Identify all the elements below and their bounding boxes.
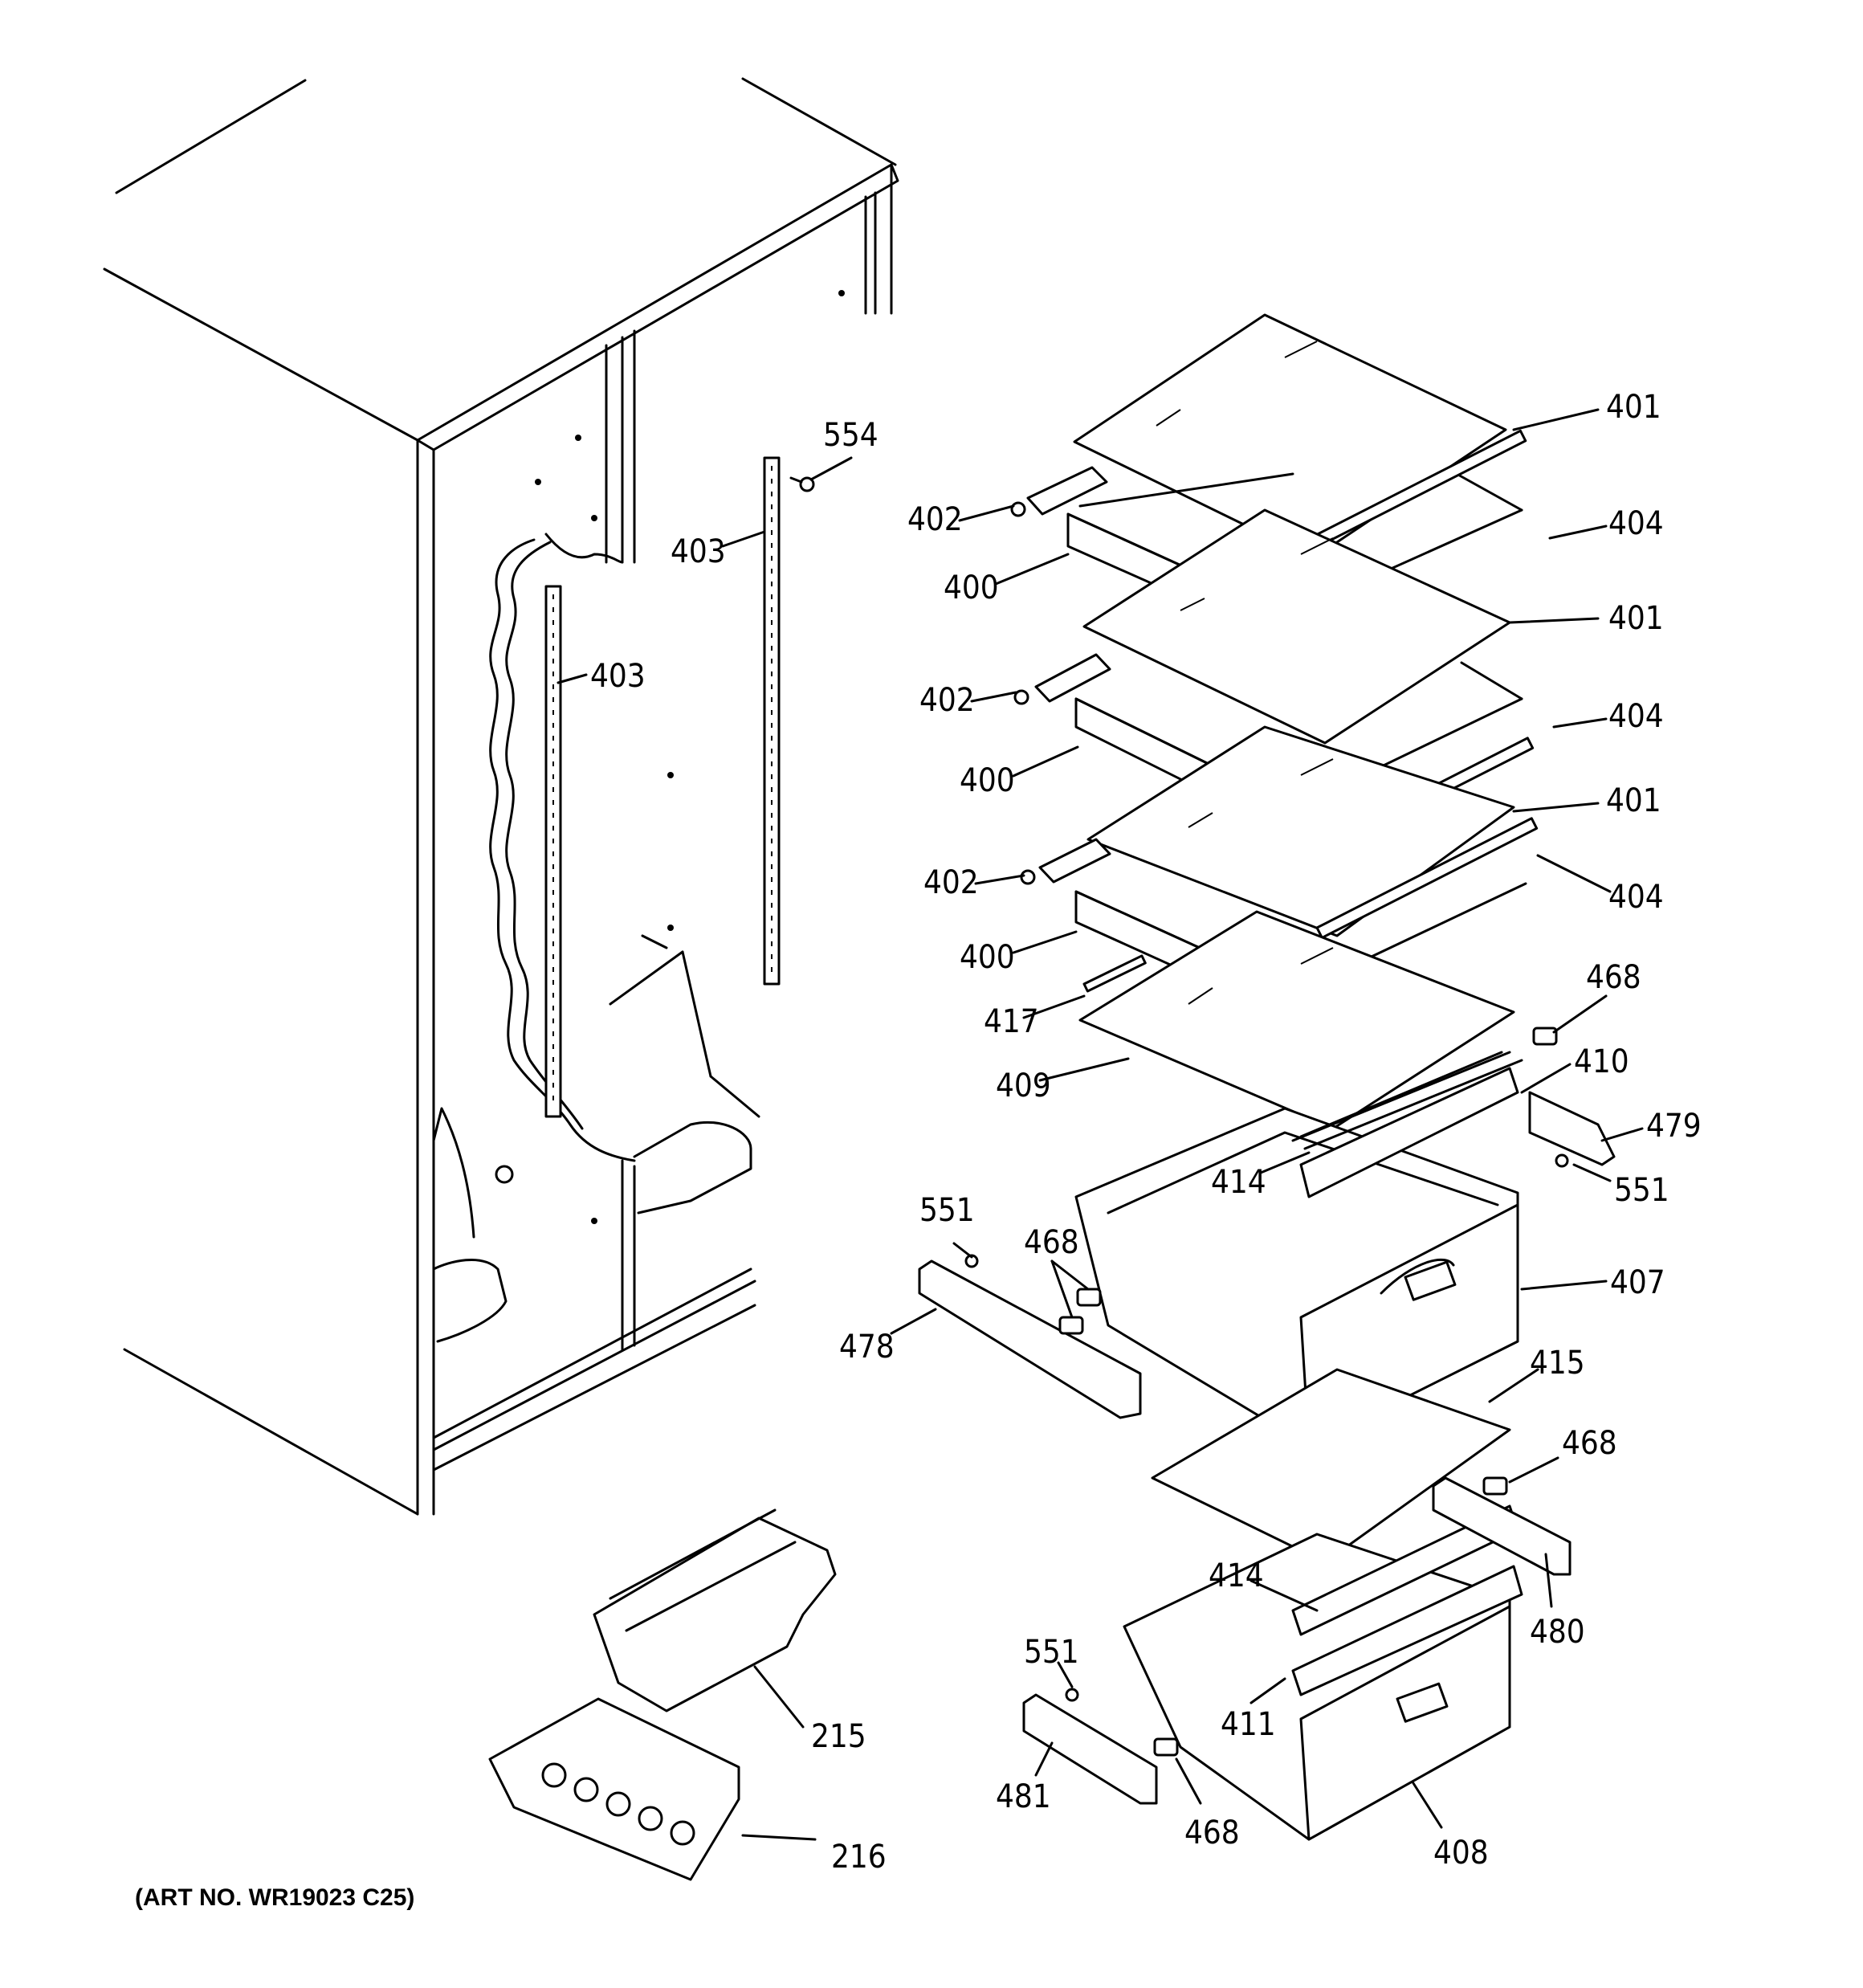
part-labels: 401 404 401 404 401 404 402 400 402 400 … bbox=[135, 389, 1702, 1911]
part-label-480: 480 bbox=[1530, 1614, 1585, 1651]
lower-crisper-drawer bbox=[1022, 1368, 1572, 1841]
leader-lines bbox=[556, 408, 1644, 1841]
part-label-411: 411 bbox=[1221, 1706, 1276, 1743]
part-label-468: 468 bbox=[1024, 1224, 1079, 1261]
part-label-404: 404 bbox=[1608, 505, 1664, 542]
cabinet bbox=[103, 77, 899, 1516]
part-label-401: 401 bbox=[1606, 389, 1661, 426]
part-label-554: 554 bbox=[823, 417, 879, 454]
art-number: (ART NO. WR19023 C25) bbox=[135, 1884, 414, 1911]
part-label-403: 403 bbox=[590, 658, 646, 695]
part-label-414: 414 bbox=[1211, 1164, 1266, 1201]
part-label-400: 400 bbox=[960, 762, 1015, 799]
part-label-414: 414 bbox=[1209, 1557, 1264, 1594]
part-label-404: 404 bbox=[1608, 879, 1664, 916]
part-label-468: 468 bbox=[1586, 959, 1641, 996]
part-label-400: 400 bbox=[960, 939, 1015, 976]
part-label-409: 409 bbox=[996, 1067, 1051, 1104]
part-label-415: 415 bbox=[1530, 1345, 1585, 1382]
part-label-215: 215 bbox=[811, 1718, 866, 1755]
door-bins bbox=[488, 1508, 837, 1881]
part-label-551: 551 bbox=[1024, 1634, 1079, 1671]
part-label-401: 401 bbox=[1606, 782, 1661, 819]
part-label-216: 216 bbox=[831, 1839, 887, 1876]
part-label-407: 407 bbox=[1610, 1264, 1665, 1301]
part-label-410: 410 bbox=[1574, 1043, 1629, 1080]
part-label-400: 400 bbox=[944, 569, 999, 606]
part-label-481: 481 bbox=[996, 1778, 1051, 1815]
part-label-403: 403 bbox=[671, 533, 726, 570]
part-label-402: 402 bbox=[907, 501, 963, 538]
part-label-408: 408 bbox=[1433, 1835, 1489, 1872]
part-label-551: 551 bbox=[919, 1192, 975, 1229]
part-label-417: 417 bbox=[984, 1003, 1039, 1040]
part-label-468: 468 bbox=[1184, 1815, 1240, 1851]
part-label-402: 402 bbox=[919, 682, 975, 719]
part-label-401: 401 bbox=[1608, 600, 1664, 637]
part-label-551: 551 bbox=[1614, 1172, 1669, 1209]
part-label-468: 468 bbox=[1562, 1425, 1617, 1462]
part-label-479: 479 bbox=[1646, 1108, 1702, 1145]
shelf-assembly bbox=[1010, 313, 1539, 1130]
part-label-404: 404 bbox=[1608, 698, 1664, 735]
part-label-402: 402 bbox=[923, 864, 979, 901]
part-label-478: 478 bbox=[839, 1329, 895, 1365]
